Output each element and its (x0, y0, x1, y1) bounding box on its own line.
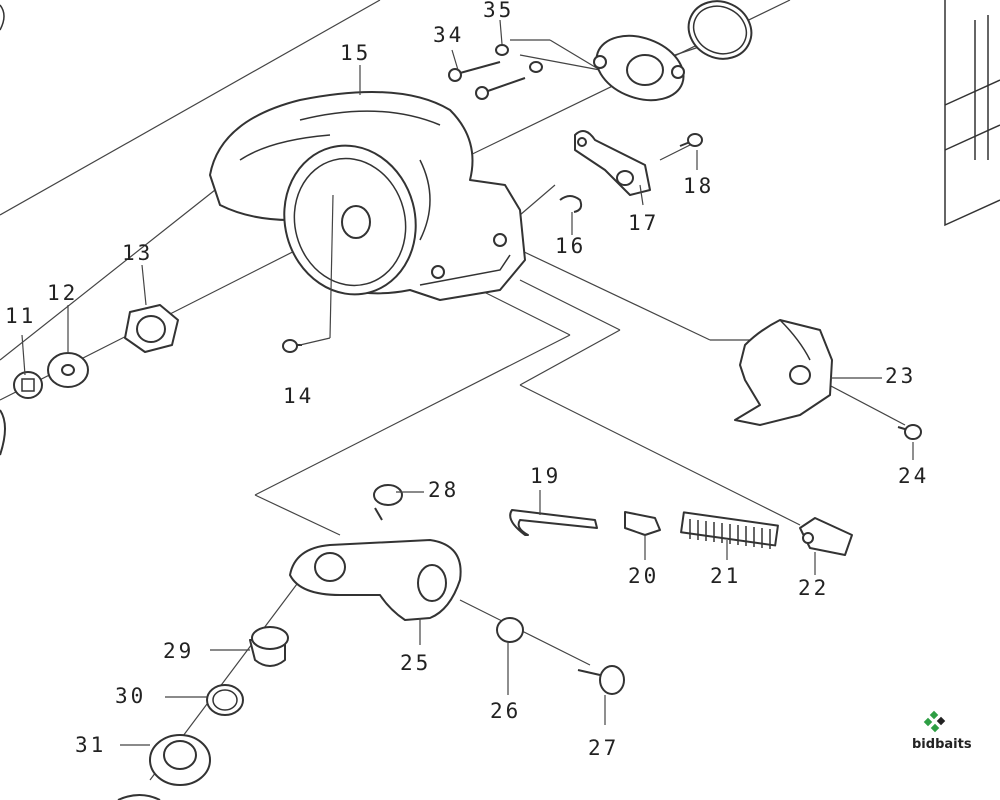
bushing-29 (249, 626, 289, 667)
bidbaits-logo-text: bidbaits (912, 737, 972, 752)
washer-12 (47, 352, 89, 388)
spring-21 (680, 511, 779, 549)
part-label: 34 (433, 23, 464, 47)
assembly-guide-lines (0, 0, 906, 781)
part-label: 35 (483, 0, 514, 22)
o-ring-inner (692, 5, 748, 55)
part-label: 16 (555, 234, 586, 258)
part-label: 18 (683, 174, 714, 198)
part-label: 15 (340, 41, 371, 65)
part-label: 29 (163, 639, 194, 663)
clip-20 (624, 511, 661, 536)
lever-17 (574, 130, 651, 196)
screws-34 (448, 61, 526, 100)
part-label: 28 (428, 478, 459, 502)
part-label: 27 (588, 736, 619, 760)
bidbaits-logo: bidbaits (912, 710, 972, 752)
cover-23 (734, 319, 833, 426)
screw-14 (282, 339, 302, 353)
part-label: 14 (283, 384, 314, 408)
part-label: 23 (885, 364, 916, 388)
part-label: 22 (798, 576, 829, 600)
part-label: 11 (5, 304, 36, 328)
part-label: 20 (628, 564, 659, 588)
part-label: 17 (628, 211, 659, 235)
part-label: 12 (47, 281, 78, 305)
leader-lines (21, 19, 914, 746)
screw-18 (679, 133, 703, 147)
screw-28 (373, 484, 403, 521)
screw-27 (577, 665, 625, 695)
part-label: 21 (710, 564, 741, 588)
frame-body (209, 91, 526, 301)
part-label: 19 (530, 464, 561, 488)
part-labels: 34 35 15 18 17 16 13 12 11 14 23 24 28 1… (5, 0, 929, 760)
part-label: 25 (400, 651, 431, 675)
part-label: 26 (490, 699, 521, 723)
bearing-31 (149, 734, 211, 786)
part-label: 31 (75, 733, 106, 757)
screw-24 (897, 424, 922, 440)
part-label: 30 (115, 684, 146, 708)
block-22 (799, 517, 853, 556)
washers-35 (495, 44, 543, 73)
side-plate-cap (593, 34, 685, 102)
o-ring (687, 0, 753, 60)
part-label: 13 (122, 241, 153, 265)
frame-fragment (944, 0, 1000, 227)
nut-13 (124, 304, 179, 353)
washer-11 (13, 371, 43, 399)
bushing-26 (496, 617, 524, 643)
left-edge-fragments (0, 4, 161, 800)
arm-25 (289, 539, 462, 621)
ring-30 (206, 684, 244, 716)
clip-16 (559, 195, 583, 213)
bidbaits-logo-icon (923, 710, 946, 733)
part-label: 24 (898, 464, 929, 488)
rod-19 (509, 509, 598, 536)
